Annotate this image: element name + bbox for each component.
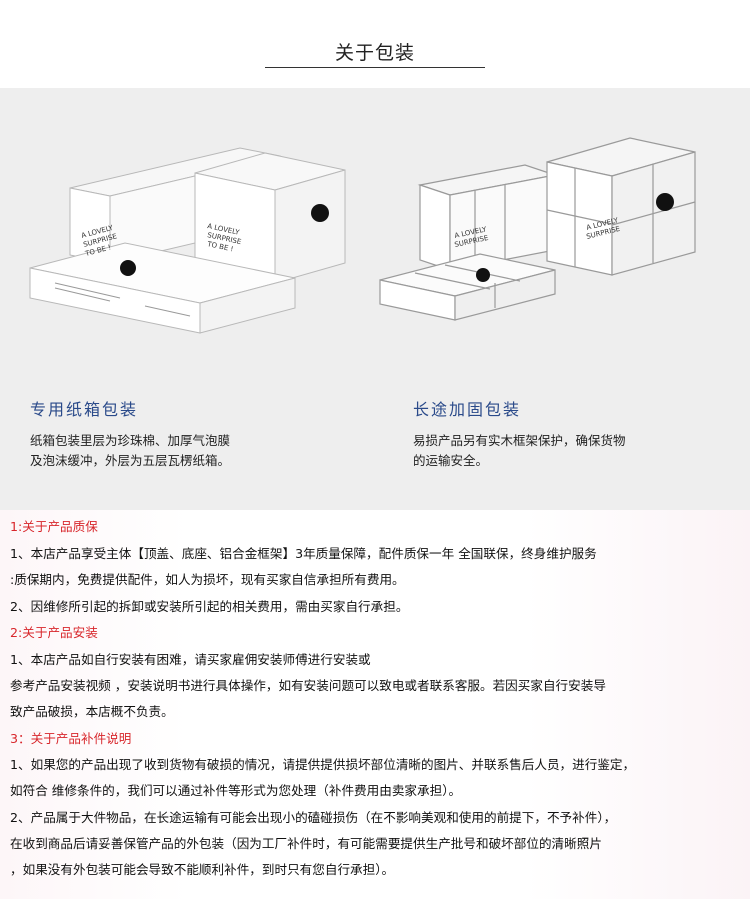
title-underline [265, 67, 485, 68]
replacement-item-1-cont: 如符合 维修条件的，我们可以通过补件等形式为您处理（补件费用由卖家承担）。 [10, 783, 462, 798]
warranty-item-1: 1、本店产品享受主体【顶盖、底座、铝合金框架】3年质量保障，配件质保一年 全国联… [10, 546, 597, 561]
packaging-panel: A LOVELY SURPRISE TO BE ! A LOVELY SURPR… [0, 88, 750, 510]
cardboard-packaging-title: 专用纸箱包装 [30, 400, 139, 419]
installation-item-1: 1、本店产品如自行安装有困难，请买家雇佣安装师傅进行安装或 [10, 652, 371, 667]
cardboard-desc-line1: 纸箱包装里层为珍珠棉、加厚气泡膜 [30, 433, 231, 448]
cardboard-packaging-desc: 纸箱包装里层为珍珠棉、加厚气泡膜 及泡沫缓冲，外层为五层瓦楞纸箱。 [30, 431, 290, 471]
reinforced-packaging-title: 长途加固包装 [413, 400, 522, 419]
installation-item-1-end: 致产品破损，本店概不负责。 [10, 704, 174, 719]
replacement-item-2-cont: 在收到商品后请妥善保管产品的外包装（因为工厂补件时，有可能需要提供生产批号和破坏… [10, 836, 602, 851]
replacement-item-2-end: ，如果没有外包装可能会导致不能顺利补件，到时只有您自行承担）。 [10, 862, 395, 877]
installation-item-1-cont: 参考产品安装视频 ，安装说明书进行具体操作，如有安装问题可以致电或者联系客服。若… [10, 678, 606, 693]
wooden-crate-illustration: A LOVELY SURPRISE A LOVELY SURPRISE [379, 137, 696, 321]
reinforced-packaging-desc: 易损产品另有实木框架保护，确保货物 的运输安全。 [413, 431, 673, 471]
replacement-heading: 3：关于产品补件说明 [10, 731, 132, 746]
reinforced-desc-line2: 的运输安全。 [413, 453, 489, 468]
warranty-item-2: 2、因维修所引起的拆卸或安装所引起的相关费用，需由买家自行承担。 [10, 599, 409, 614]
warranty-item-1-cont: :质保期内，免费提供配件，如人为损坏，现有买家自信承担所有费用。 [10, 572, 405, 587]
section-header: 关于包装 [0, 0, 750, 88]
policy-section: 1:关于产品质保 1、本店产品享受主体【顶盖、底座、铝合金框架】3年质量保障，配… [0, 510, 750, 899]
reinforced-desc-line1: 易损产品另有实木框架保护，确保货物 [413, 433, 626, 448]
warranty-heading: 1:关于产品质保 [10, 519, 98, 534]
replacement-item-1: 1、如果您的产品出现了收到货物有破损的情况，请提供提供损坏部位清晰的图片、并联系… [10, 757, 636, 772]
installation-heading: 2:关于产品安装 [10, 625, 98, 640]
cardboard-desc-line2: 及泡沫缓冲，外层为五层瓦楞纸箱。 [30, 453, 231, 468]
replacement-item-2: 2、产品属于大件物品，在长途运输有可能会出现小的磕碰损伤（在不影响美观和使用的前… [10, 810, 617, 825]
section-title: 关于包装 [334, 42, 415, 64]
cardboard-boxes-illustration: A LOVELY SURPRISE TO BE ! A LOVELY SURPR… [29, 147, 346, 334]
